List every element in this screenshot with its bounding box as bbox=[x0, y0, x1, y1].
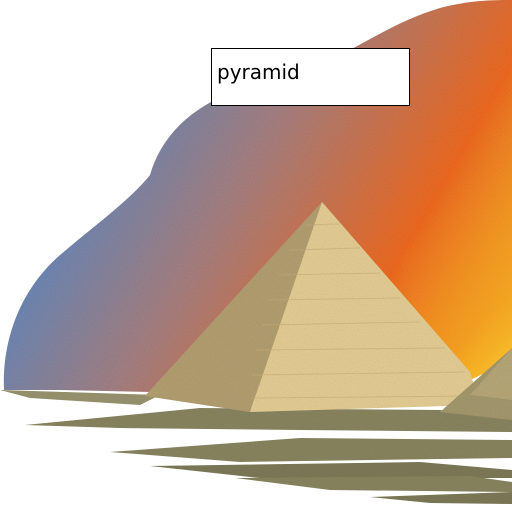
main-pyramid bbox=[145, 202, 480, 412]
ground-shadows bbox=[0, 390, 512, 504]
sun-glow bbox=[400, 140, 512, 380]
label-text-box: pyramid bbox=[211, 48, 410, 106]
side-pyramid bbox=[440, 348, 512, 420]
